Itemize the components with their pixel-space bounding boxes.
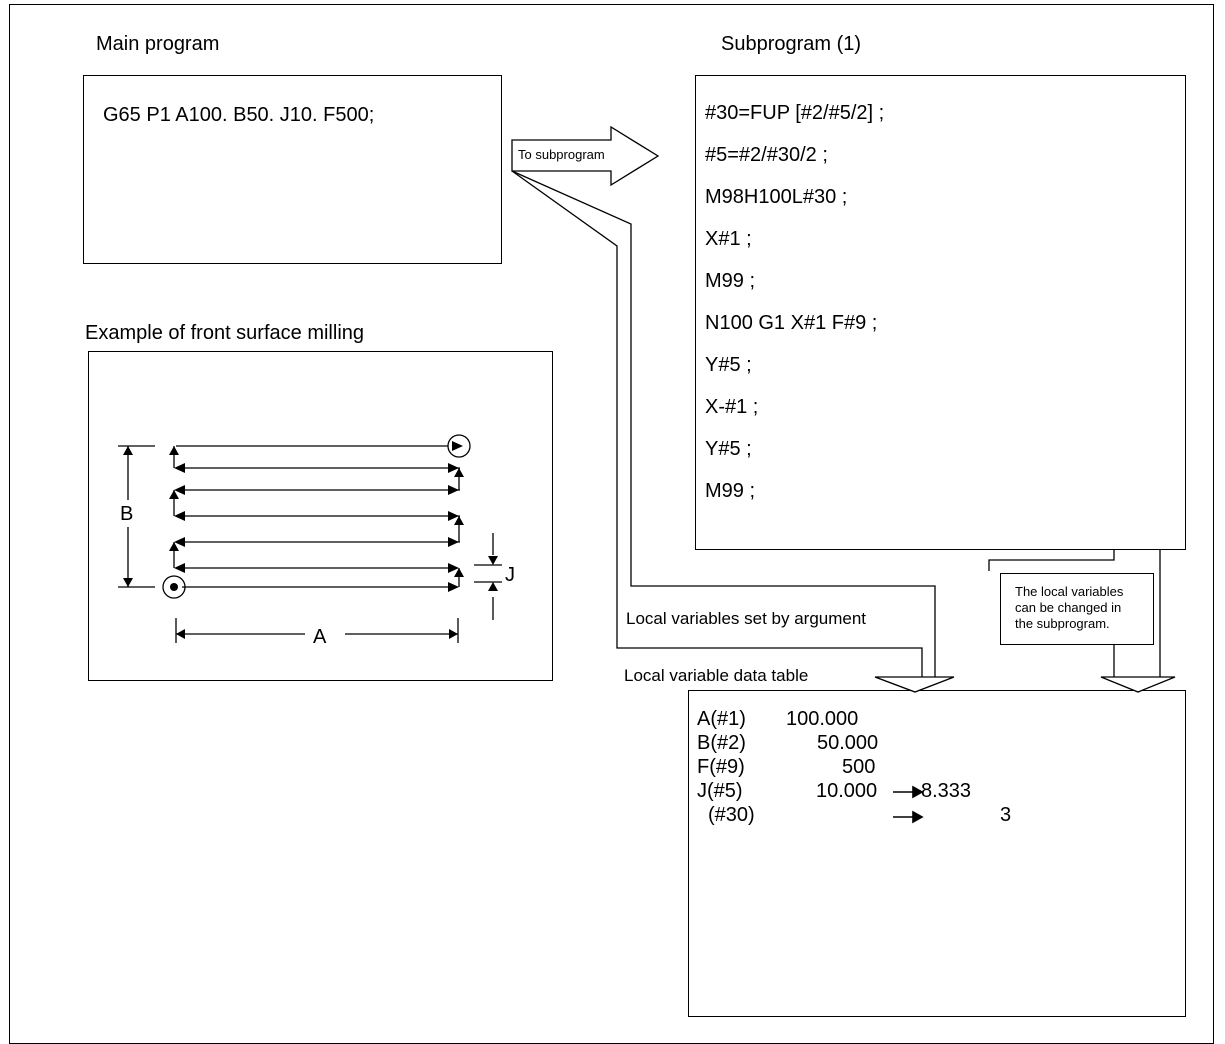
main-program-code: G65 P1 A100. B50. J10. F500; — [103, 104, 375, 126]
subprogram-line: N100 G1 X#1 F#9 ; — [705, 312, 878, 334]
table-row-name: (#30) — [708, 804, 755, 826]
subprogram-line: M99 ; — [705, 270, 756, 292]
main-program-box — [83, 75, 502, 264]
subprogram-line: M98H100L#30 ; — [705, 186, 848, 208]
table-row-value: 50.000 — [817, 732, 879, 754]
changeable-note-line: The local variables — [1015, 584, 1124, 599]
table-row-value: 10.000 — [816, 780, 878, 802]
table-row-value: 500 — [842, 756, 876, 778]
changeable-note-line: can be changed in — [1015, 600, 1122, 615]
table-row-new-value: 8.333 — [921, 780, 972, 802]
subprogram-title: Subprogram (1) — [721, 33, 862, 55]
milling-example-title: Example of front surface milling — [85, 322, 365, 344]
subprogram-line: #30=FUP [#2/#5/2] ; — [705, 102, 885, 124]
changeable-note-line: the subprogram. — [1015, 616, 1110, 631]
to-subprogram-label: To subprogram — [518, 147, 605, 162]
table-row-name: B(#2) — [697, 732, 746, 754]
table-row-name: F(#9) — [697, 756, 745, 778]
table-row-name: J(#5) — [697, 780, 743, 802]
subprogram-line: Y#5 ; — [705, 354, 752, 376]
table-row-name: A(#1) — [697, 708, 746, 730]
data-table-title: Local variable data table — [624, 666, 809, 685]
table-row-new-value: 3 — [1000, 804, 1012, 826]
table-row-value: 100.000 — [786, 708, 859, 730]
subprogram-line: X-#1 ; — [705, 396, 759, 418]
subprogram-line: #5=#2/#30/2 ; — [705, 144, 828, 166]
subprogram-line: M99 ; — [705, 480, 756, 502]
dimension-j-label: J — [505, 564, 515, 586]
dimension-a-label: A — [313, 626, 327, 648]
changeable-note-box — [1000, 573, 1154, 645]
subprogram-line: X#1 ; — [705, 228, 752, 250]
set-by-argument-note: Local variables set by argument — [626, 609, 867, 628]
subprogram-line: Y#5 ; — [705, 438, 752, 460]
main-program-title: Main program — [96, 33, 220, 55]
data-table-box — [688, 690, 1186, 1017]
dimension-b-label: B — [120, 503, 134, 525]
